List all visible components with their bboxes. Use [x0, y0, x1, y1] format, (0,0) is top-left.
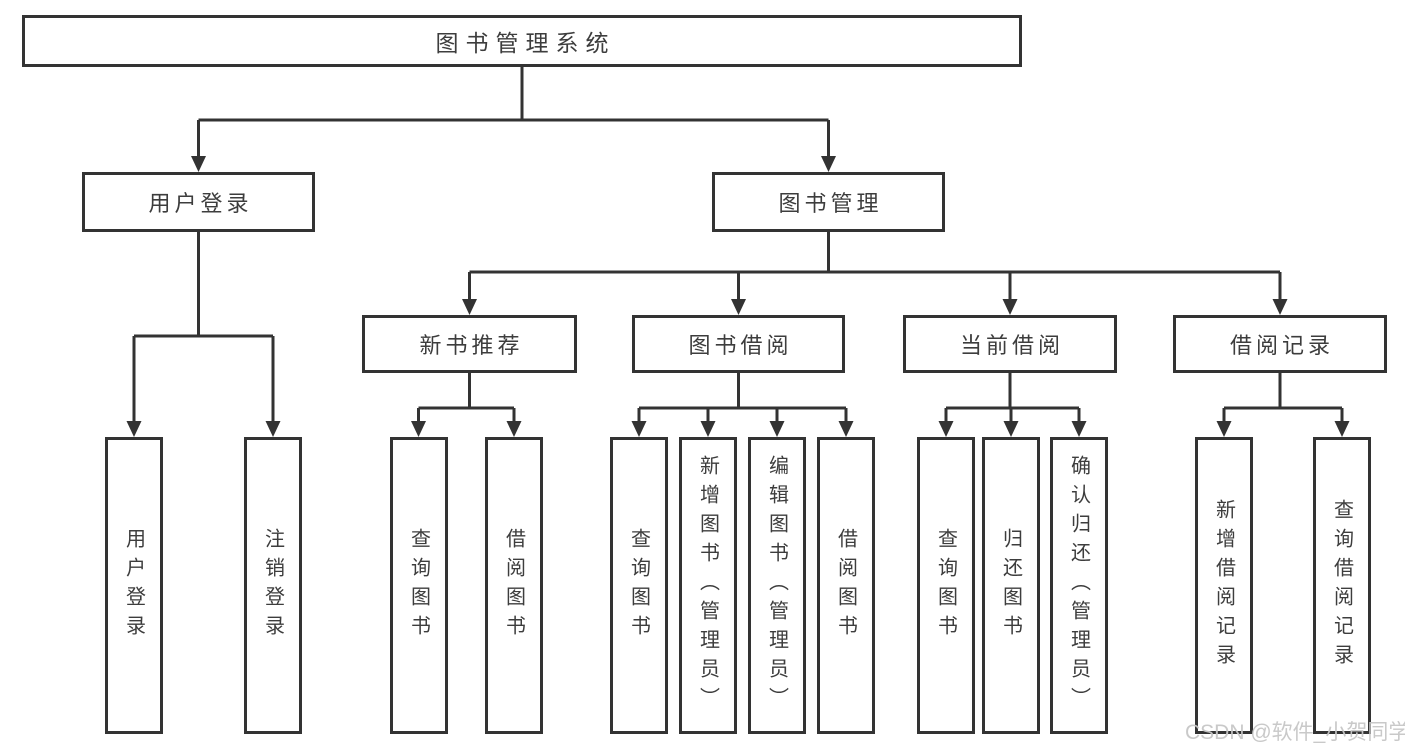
connector-current-bus	[944, 373, 1081, 423]
leaf-query-borrow-record: 查询借阅记录	[1313, 437, 1371, 734]
connector-root-bus	[197, 67, 830, 158]
arrowhead	[506, 421, 522, 437]
leaf-confirm-return-admin: 确认归还（管理员）	[1050, 437, 1108, 734]
node-new-book-recommendation-label: 新书推荐	[419, 333, 524, 358]
arrowhead	[821, 156, 836, 172]
node-book-management: 图书管理	[712, 172, 945, 232]
arrowhead	[938, 421, 954, 437]
leaf-user-login-label: 用户登录	[122, 527, 145, 644]
node-book-borrowing: 图书借阅	[632, 315, 845, 373]
leaf-query-books-recommend: 查询图书	[390, 437, 448, 734]
connector-records-bus	[1222, 373, 1344, 423]
arrowhead	[1071, 421, 1087, 437]
node-root: 图书管理系统	[22, 15, 1022, 67]
node-borrowing-records: 借阅记录	[1173, 315, 1387, 373]
connector-user-login-bus	[132, 232, 275, 423]
csdn-watermark: CSDN @软件_小贺同学	[1185, 721, 1405, 744]
node-book-management-label: 图书管理	[778, 191, 883, 216]
arrowhead	[769, 421, 785, 437]
leaf-add-books-admin: 新增图书（管理员）	[679, 437, 737, 734]
node-root-label: 图书管理系统	[435, 30, 616, 56]
leaf-logout: 注销登录	[244, 437, 302, 734]
arrowhead	[1334, 421, 1350, 437]
arrowhead	[1003, 421, 1019, 437]
leaf-borrow-books-recommend: 借阅图书	[485, 437, 543, 734]
leaf-borrow-books: 借阅图书	[817, 437, 875, 734]
connector-new-books-bus	[417, 373, 516, 423]
leaf-user-login: 用户登录	[105, 437, 163, 734]
arrowhead	[462, 299, 477, 315]
connector-borrowing-bus	[637, 373, 848, 423]
leaf-return-books-label: 归还图书	[999, 527, 1022, 644]
leaf-query-borrow-record-label: 查询借阅记录	[1330, 498, 1353, 673]
arrowhead	[631, 421, 647, 437]
leaf-add-borrow-record: 新增借阅记录	[1195, 437, 1253, 734]
leaf-query-books-recommend-label: 查询图书	[407, 527, 430, 644]
leaf-query-books-current: 查询图书	[917, 437, 975, 734]
connector-book-mgmt-bus	[468, 232, 1282, 301]
node-book-borrowing-label: 图书借阅	[688, 333, 793, 358]
leaf-add-borrow-record-label: 新增借阅记录	[1212, 498, 1235, 673]
node-borrowing-records-label: 借阅记录	[1229, 333, 1334, 358]
arrowhead	[1272, 299, 1288, 315]
node-user-login-label: 用户登录	[148, 191, 253, 216]
arrowhead	[126, 421, 142, 437]
leaf-logout-label: 注销登录	[261, 527, 284, 644]
node-new-book-recommendation: 新书推荐	[362, 315, 577, 373]
arrowhead	[731, 299, 746, 315]
leaf-borrow-books-recommend-label: 借阅图书	[502, 527, 525, 644]
arrowhead	[700, 421, 716, 437]
arrowhead	[1002, 299, 1018, 315]
leaf-query-books-borrowing-label: 查询图书	[627, 527, 650, 644]
arrowhead	[1216, 421, 1232, 437]
leaf-edit-books-admin-label: 编辑图书（管理员）	[765, 455, 788, 716]
arrowhead	[411, 421, 426, 437]
arrowhead	[191, 156, 206, 172]
leaf-add-books-admin-label: 新增图书（管理员）	[696, 455, 719, 716]
arrowhead	[838, 421, 854, 437]
arrowhead	[265, 421, 281, 437]
leaf-edit-books-admin: 编辑图书（管理员）	[748, 437, 806, 734]
leaf-query-books-current-label: 查询图书	[934, 527, 957, 644]
node-current-borrowing-label: 当前借阅	[959, 333, 1064, 358]
leaf-borrow-books-label: 借阅图书	[834, 527, 857, 644]
node-current-borrowing: 当前借阅	[903, 315, 1117, 373]
leaf-confirm-return-admin-label: 确认归还（管理员）	[1067, 455, 1090, 716]
node-user-login: 用户登录	[82, 172, 315, 232]
leaf-return-books: 归还图书	[982, 437, 1040, 734]
leaf-query-books-borrowing: 查询图书	[610, 437, 668, 734]
